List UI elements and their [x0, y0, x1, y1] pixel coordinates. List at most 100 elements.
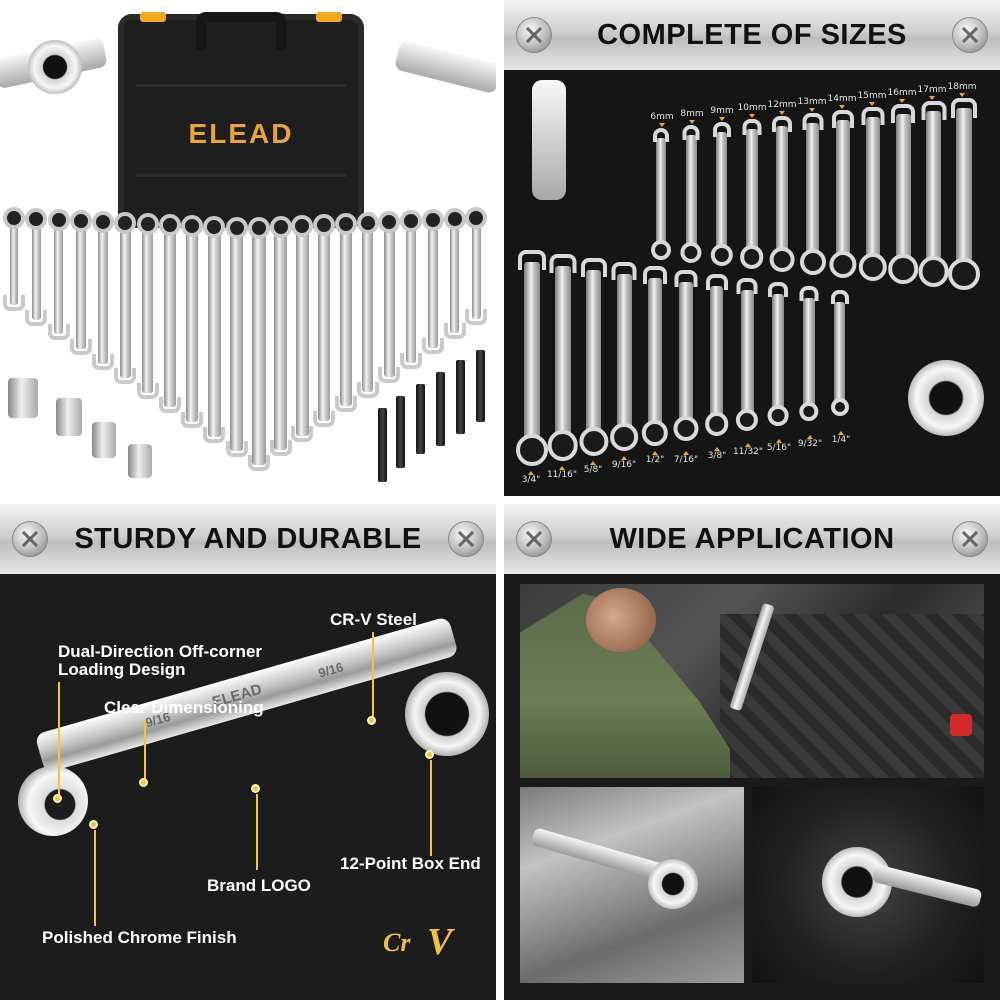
box-end [641, 419, 669, 446]
combination-wrench [98, 219, 109, 364]
durable-banner: STURDY AND DURABLE [0, 504, 496, 574]
open-end [705, 274, 728, 291]
combination-wrench [142, 221, 154, 393]
open-end [861, 107, 885, 126]
box-end [799, 249, 826, 275]
box-end [710, 243, 733, 266]
metric-wrench [710, 122, 733, 266]
open-end [518, 250, 546, 270]
ratchet-ring-left [28, 40, 82, 94]
case-latch-right [316, 12, 342, 22]
open-end [830, 290, 849, 304]
sae-size-text: 11/16" [546, 470, 578, 480]
combination-wrench [428, 217, 438, 348]
sae-size-label: 9/16" [607, 455, 641, 470]
application-banner: WIDE APPLICATION [504, 504, 1000, 574]
metric-size-text: 18mm [947, 82, 977, 92]
combination-wrench [450, 216, 460, 334]
metric-size-label: 16mm [885, 88, 919, 103]
wrench-size-right: 9/16 [316, 659, 346, 681]
box-end [516, 434, 548, 466]
ratchet-closeup-photo [752, 787, 984, 983]
socket-adapter [8, 378, 38, 418]
box-end [704, 412, 729, 436]
open-end [768, 282, 788, 298]
sae-wrench [736, 278, 759, 431]
combination-wrench [406, 218, 417, 363]
metric-size-text: 15mm [857, 91, 887, 101]
metric-size-label: 6mm [645, 112, 679, 127]
screwdriver-bit [378, 408, 387, 482]
sae-size-text: 1/2" [645, 455, 665, 465]
metric-size-label: 8mm [675, 109, 709, 124]
sae-size-label: 1/4" [824, 430, 858, 445]
size-marker-icon [929, 96, 935, 100]
wrench-open-end-top [532, 80, 566, 200]
metric-wrench [858, 107, 888, 281]
combination-wrench [186, 223, 199, 423]
callout-dual-direction-2: Loading Design [58, 660, 186, 679]
sae-wrench [578, 258, 609, 456]
metric-size-text: 8mm [680, 109, 704, 119]
metric-size-text: 6mm [650, 112, 674, 122]
crv-badge-v: V [427, 921, 453, 963]
engine-red-cap [950, 714, 972, 736]
callout-dot [139, 778, 148, 787]
sae-wrench [767, 282, 789, 426]
box-end [799, 401, 819, 421]
sizes-title: COMPLETE OF SIZES [597, 18, 907, 51]
engine-bay [720, 614, 984, 778]
size-marker-icon [899, 99, 905, 103]
size-marker-icon [621, 456, 627, 460]
callout-dot [367, 716, 376, 725]
sae-wrench [641, 266, 669, 446]
box-end [736, 408, 759, 431]
sae-size-text: 7/16" [673, 455, 699, 465]
box-end [888, 254, 919, 284]
sae-size-label: 5/8" [576, 460, 610, 475]
bolt-icon [516, 17, 552, 53]
metric-wrench [740, 119, 764, 269]
combination-wrench [252, 225, 266, 465]
callout-dot [89, 820, 98, 829]
combination-wrench [54, 217, 64, 335]
socket-adapter [92, 422, 116, 458]
metric-wrench [918, 101, 950, 287]
box-end [651, 240, 671, 260]
sizes-banner: COMPLETE OF SIZES [504, 0, 1000, 70]
metric-size-label: 18mm [945, 82, 979, 97]
combination-wrench [472, 215, 481, 319]
open-end [643, 266, 667, 284]
open-end [891, 104, 916, 123]
metric-wrench [799, 113, 826, 275]
case-handle [196, 12, 286, 50]
case-brand-logo: ELEAD [188, 118, 294, 149]
metric-size-text: 14mm [827, 94, 857, 104]
carrying-case: ELEAD [118, 12, 364, 228]
combination-wrench [208, 224, 221, 437]
metric-wrench [769, 116, 795, 272]
sae-wrench [830, 290, 849, 416]
size-marker-icon [719, 117, 725, 121]
size-marker-icon [714, 447, 720, 451]
metric-wrench [829, 110, 857, 278]
sae-size-text: 5/16" [766, 443, 792, 453]
wrench-on-bolt-photo [520, 787, 744, 983]
sae-size-text: 9/32" [797, 439, 823, 449]
box-end-ring [405, 672, 489, 756]
metric-wrench [888, 104, 919, 284]
callout-polished-chrome: Polished Chrome Finish [42, 928, 237, 947]
box-end [547, 430, 579, 461]
durable-panel: STURDY AND DURABLE 9/16 ELEAD 9/16 CR-V … [0, 504, 496, 1000]
box-end [673, 416, 699, 441]
size-marker-icon [839, 105, 845, 109]
sae-wrench [673, 270, 699, 441]
bolt-icon [952, 521, 988, 557]
combination-wrench [384, 219, 395, 378]
size-marker-icon [779, 111, 785, 115]
size-marker-icon [689, 120, 695, 124]
metric-size-text: 16mm [887, 88, 917, 98]
metric-size-label: 10mm [735, 103, 769, 118]
bolt-icon [516, 521, 552, 557]
case-latch-left [140, 12, 166, 22]
